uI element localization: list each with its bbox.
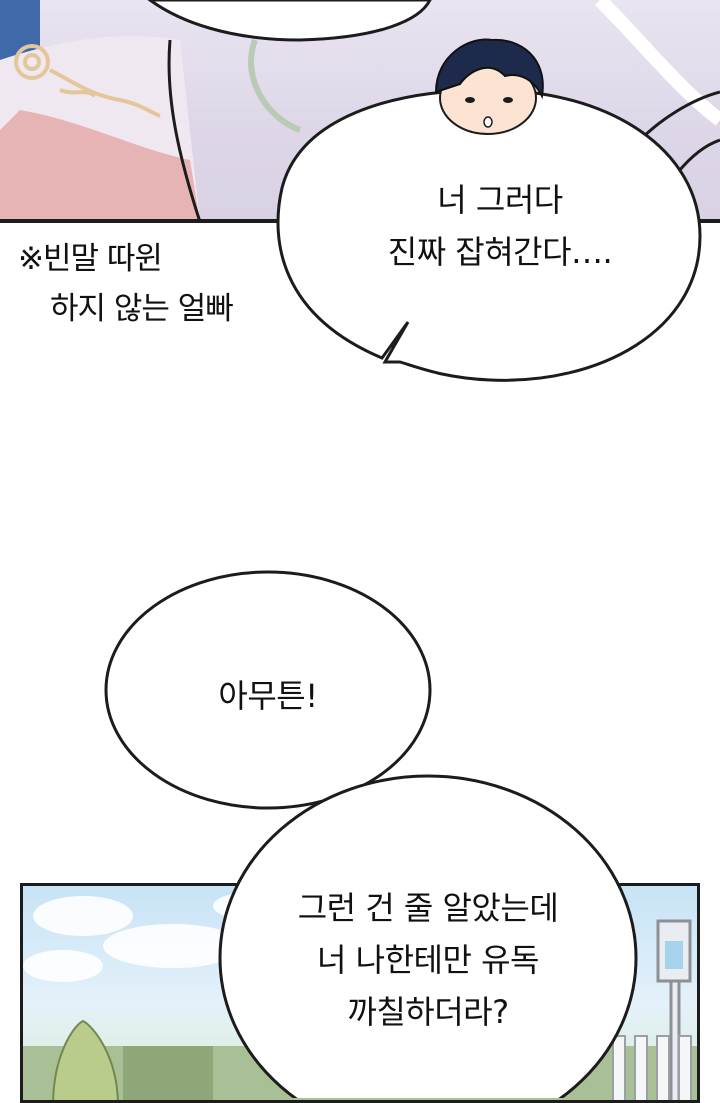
narration-caption: ※빈말 따윈 하지 않는 얼빠 — [18, 234, 278, 334]
speech-bubble-3 — [218, 774, 638, 1098]
gold-ornament — [14, 44, 161, 118]
bubble-line: 너 나한테만 유독 — [317, 941, 539, 979]
speech-bubble-2-text: 아무튼! — [168, 670, 368, 722]
bubble-line: 까칠하더라? — [347, 993, 509, 1031]
bubble-line: 진짜 잡혀간다…. — [387, 233, 613, 271]
chibi-boy-head — [434, 38, 544, 135]
speech-bubble-2 — [104, 570, 432, 810]
caption-line-1: ※빈말 따윈 — [18, 241, 163, 277]
caption-line-2: 하지 않는 얼빠 — [50, 291, 234, 327]
bubble-line: 너 그러다 — [437, 181, 563, 219]
speech-bubble-1-text: 너 그러다 진짜 잡혀간다…. — [340, 174, 660, 278]
speech-bubble-3-text: 그런 건 줄 알았는데 너 나한테만 유독 까칠하더라? — [268, 882, 588, 1038]
bubble-line: 아무튼! — [218, 677, 318, 715]
bubble-line: 그런 건 줄 알았는데 — [297, 889, 559, 927]
top-panel-artwork — [0, 0, 720, 222]
speech-bubble-1 — [276, 88, 702, 382]
